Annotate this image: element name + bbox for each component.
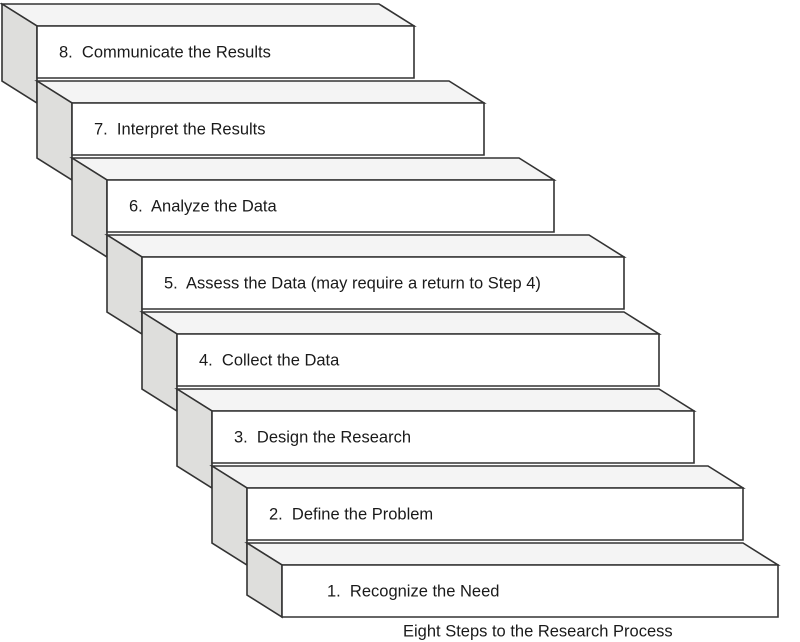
step-8-front-face [36, 25, 415, 79]
step-3: 3. Design the Research [174, 387, 697, 490]
step-7-label: 7. Interpret the Results [94, 120, 266, 138]
step-5-label: 5. Assess the Data (may require a return… [164, 274, 541, 292]
step-5-top-face [104, 234, 627, 258]
step-3-top-face [174, 388, 697, 412]
step-2-front-face [246, 487, 744, 541]
diagram-caption: Eight Steps to the Research Process [403, 622, 673, 640]
step-6-label: 6. Analyze the Data [129, 197, 278, 215]
step-6-top-face [69, 157, 557, 181]
step-4: 4. Collect the Data [139, 310, 662, 413]
step-6-front-face [106, 179, 555, 233]
step-1-front-face [281, 564, 779, 618]
step-1: 1. Recognize the Need [244, 541, 781, 619]
step-4-label: 4. Collect the Data [199, 351, 340, 369]
step-7-top-face [34, 80, 487, 104]
step-1-label: 1. Recognize the Need [327, 582, 499, 600]
step-8-label: 8. Communicate the Results [59, 43, 271, 61]
step-4-top-face [139, 311, 662, 335]
step-8: 8. Communicate the Results [0, 2, 417, 105]
step-8-top-face [0, 3, 417, 27]
step-3-front-face [211, 410, 695, 464]
step-5: 5. Assess the Data (may require a return… [104, 233, 627, 336]
step-7: 7. Interpret the Results [34, 79, 487, 182]
step-1-top-face [244, 542, 781, 566]
step-2-label: 2. Define the Problem [269, 505, 433, 523]
step-6: 6. Analyze the Data [69, 156, 557, 259]
step-4-front-face [176, 333, 660, 387]
step-3-label: 3. Design the Research [234, 428, 411, 446]
step-7-front-face [71, 102, 485, 156]
step-2: 2. Define the Problem [209, 464, 746, 567]
step-2-top-face [209, 465, 746, 489]
step-5-front-face [141, 256, 625, 310]
